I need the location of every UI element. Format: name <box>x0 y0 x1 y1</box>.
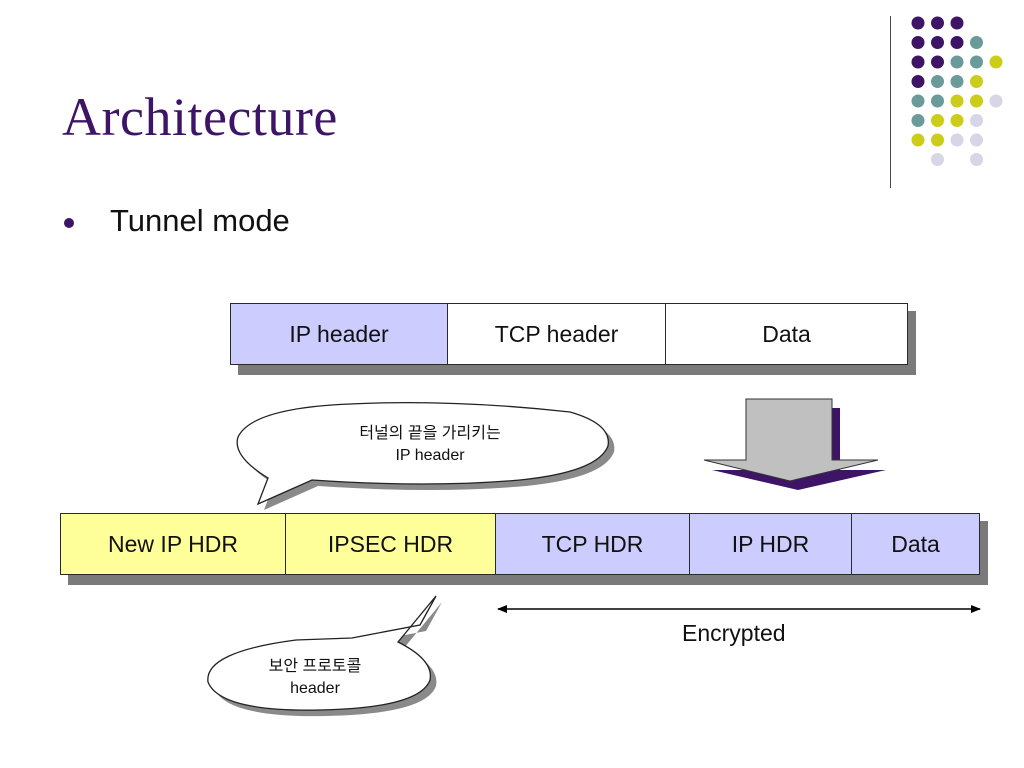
decorative-dot <box>950 133 964 147</box>
decorative-dot <box>970 114 983 127</box>
decorative-dot <box>931 153 944 166</box>
decorative-dot <box>970 55 983 69</box>
decorative-dot <box>970 133 983 147</box>
callout-bottom-line2: header <box>290 680 340 697</box>
decorative-dot <box>911 36 925 49</box>
decorative-dot <box>950 94 964 108</box>
decorative-dot <box>931 94 944 108</box>
decorative-dot-grid <box>911 16 1003 166</box>
slide-title: Architecture <box>62 87 338 147</box>
bullet-icon <box>64 218 74 228</box>
decorative-dot <box>931 114 944 127</box>
divider-line <box>890 16 891 188</box>
top-packet: IP header TCP header Data <box>230 303 908 365</box>
bottom-cell-ipsec-hdr: IPSEC HDR <box>286 513 496 575</box>
decorative-dot <box>931 75 944 88</box>
callout-top-line2: IP header <box>395 447 465 464</box>
down-arrow-icon <box>703 398 879 482</box>
bottom-cell-ip-hdr: IP HDR <box>690 513 852 575</box>
decorative-dot <box>950 55 964 69</box>
decorative-dot <box>911 114 925 127</box>
callout-top-shape <box>236 401 615 510</box>
decorative-dot <box>989 55 1003 69</box>
top-cell-ip-header: IP header <box>230 303 448 365</box>
bullet-tunnel-mode: Tunnel mode <box>110 203 290 238</box>
decorative-dot <box>911 55 925 69</box>
top-cell-tcp-header: TCP header <box>448 303 666 365</box>
top-cell-data: Data <box>666 303 908 365</box>
decorative-dot <box>911 133 925 147</box>
callout-bottom-shape <box>207 595 442 717</box>
decorative-dot <box>911 16 925 30</box>
callout-top-text: 터널의 끝을 가리키는 IP header <box>300 423 560 467</box>
decorative-dot <box>931 133 944 147</box>
callout-bottom-text: 보안 프로토콜 header <box>230 656 400 700</box>
decorative-dot <box>970 75 983 88</box>
decorative-dot <box>989 94 1003 108</box>
decorative-dot <box>911 75 925 88</box>
decorative-dot <box>950 75 964 88</box>
decorative-dot <box>931 55 944 69</box>
decorative-dot <box>950 36 964 49</box>
decorative-dot <box>970 153 983 166</box>
encrypted-label: Encrypted <box>682 620 786 646</box>
bottom-cell-new-ip-hdr: New IP HDR <box>60 513 286 575</box>
callout-bottom-line1: 보안 프로토콜 <box>268 658 362 675</box>
decorative-dot <box>931 36 944 49</box>
bottom-cell-data: Data <box>852 513 980 575</box>
bottom-packet: New IP HDR IPSEC HDR TCP HDR IP HDR Data <box>60 513 980 575</box>
decorative-dot <box>950 16 964 30</box>
decorative-dot <box>970 36 983 49</box>
callout-top-line1: 터널의 끝을 가리키는 <box>359 425 501 442</box>
decorative-dot <box>911 94 925 108</box>
decorative-dot <box>931 16 944 30</box>
decorative-dot <box>970 94 983 108</box>
decorative-dot <box>950 114 964 127</box>
bottom-cell-tcp-hdr: TCP HDR <box>496 513 690 575</box>
